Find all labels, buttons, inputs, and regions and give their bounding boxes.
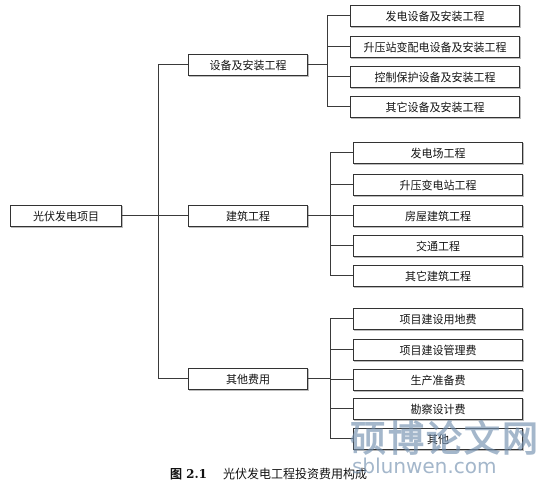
leaf-node-3-1-label: 项目建设用地费	[399, 312, 477, 326]
category-node-2: 建筑工程	[188, 205, 308, 227]
connector-leaf-3-5	[330, 438, 353, 439]
connector-leaf-3-2	[330, 349, 353, 350]
leaf-node-2-2: 升压变电站工程	[353, 174, 523, 196]
connector-leaf-2-2	[330, 184, 353, 185]
category-node-1: 设备及安装工程	[188, 54, 308, 76]
connector-branch-2	[330, 152, 331, 275]
root-node: 光伏发电项目	[10, 205, 122, 227]
leaf-node-1-3-label: 控制保护设备及安装工程	[374, 70, 496, 84]
leaf-node-1-2-label: 升压站变配电设备及安装工程	[363, 40, 507, 54]
connector-category-out-1	[308, 64, 327, 65]
connector-leaf-1-3	[327, 76, 350, 77]
connector-leaf-1-4	[327, 106, 350, 107]
connector-trunk	[158, 64, 159, 378]
connector-category-1	[158, 64, 188, 65]
connector-leaf-2-3	[330, 215, 353, 216]
leaf-node-1-1: 发电设备及安装工程	[350, 5, 520, 27]
connector-leaf-1-1	[327, 15, 350, 16]
connector-category-out-2	[308, 215, 330, 216]
leaf-node-3-3-label: 生产准备费	[410, 373, 466, 387]
connector-root	[122, 215, 158, 216]
figure-title: 光伏发电工程投资费用构成	[223, 467, 368, 481]
connector-category-3	[158, 378, 188, 379]
connector-leaf-3-3	[330, 379, 353, 380]
category-node-1-label: 设备及安装工程	[209, 58, 287, 72]
connector-category-out-3	[308, 378, 330, 379]
leaf-node-3-2-label: 项目建设管理费	[399, 343, 477, 357]
leaf-node-3-1: 项目建设用地费	[353, 308, 523, 330]
leaf-node-1-1-label: 发电设备及安装工程	[385, 9, 485, 23]
category-node-2-label: 建筑工程	[226, 209, 270, 223]
leaf-node-3-4: 勘察设计费	[353, 398, 523, 420]
leaf-node-1-3: 控制保护设备及安装工程	[350, 66, 520, 88]
connector-category-2	[158, 215, 188, 216]
connector-leaf-2-1	[330, 152, 353, 153]
leaf-node-2-3-label: 房屋建筑工程	[405, 209, 471, 223]
connector-leaf-3-1	[330, 318, 353, 319]
leaf-node-2-1: 发电场工程	[353, 142, 523, 164]
leaf-node-3-5: 其他	[353, 428, 523, 450]
figure-number: 图 2.1	[169, 467, 208, 481]
leaf-node-3-5-label: 其他	[427, 432, 449, 446]
category-node-3-label: 其他费用	[226, 372, 270, 386]
connector-branch-3	[330, 318, 331, 438]
figure-caption: 图 2.1 光伏发电工程投资费用构成	[0, 465, 537, 482]
connector-leaf-1-2	[327, 46, 350, 47]
connector-leaf-3-4	[330, 408, 353, 409]
connector-leaf-2-5	[330, 275, 353, 276]
leaf-node-2-1-label: 发电场工程	[410, 146, 466, 160]
category-node-3: 其他费用	[188, 368, 308, 390]
leaf-node-2-2-label: 升压变电站工程	[399, 178, 477, 192]
leaf-node-1-4-label: 其它设备及安装工程	[385, 100, 485, 114]
leaf-node-3-3: 生产准备费	[353, 369, 523, 391]
leaf-node-2-5-label: 其它建筑工程	[405, 269, 471, 283]
leaf-node-2-4-label: 交通工程	[416, 239, 460, 253]
leaf-node-2-3: 房屋建筑工程	[353, 205, 523, 227]
leaf-node-1-2: 升压站变配电设备及安装工程	[350, 36, 520, 58]
leaf-node-2-5: 其它建筑工程	[353, 265, 523, 287]
leaf-node-1-4: 其它设备及安装工程	[350, 96, 520, 118]
connector-branch-1	[327, 15, 328, 106]
connector-leaf-2-4	[330, 245, 353, 246]
leaf-node-3-4-label: 勘察设计费	[410, 402, 466, 416]
root-node-label: 光伏发电项目	[33, 209, 99, 223]
leaf-node-3-2: 项目建设管理费	[353, 339, 523, 361]
leaf-node-2-4: 交通工程	[353, 235, 523, 257]
